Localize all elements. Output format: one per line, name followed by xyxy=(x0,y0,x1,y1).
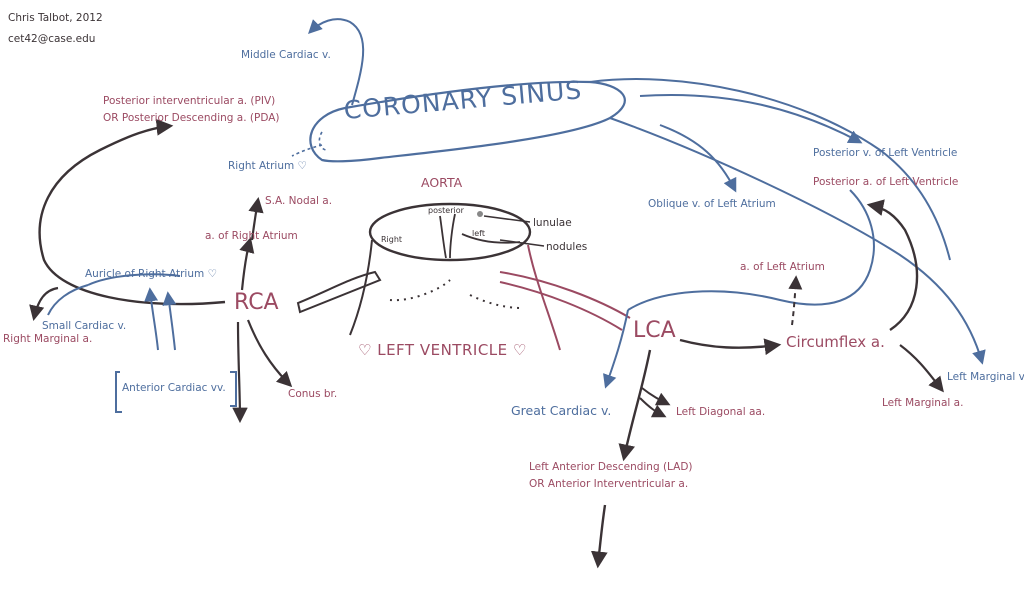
lca-label: LCA xyxy=(633,318,676,343)
auricle-label: Auricle of Right Atrium ♡ xyxy=(85,268,217,280)
aorta-wall-right xyxy=(527,244,561,351)
oblique-vein-label: Oblique v. of Left Atrium xyxy=(648,198,776,210)
rca-to-sa xyxy=(239,237,255,291)
conus-label: Conus br. xyxy=(288,388,338,400)
sinus-to-oblique xyxy=(659,124,737,193)
posterior-a-lv-label: Posterior a. of Left Ventricle xyxy=(813,176,959,188)
anterior-cardiac-2 xyxy=(162,291,177,351)
great-cardiac-label: Great Cardiac v. xyxy=(511,403,612,418)
left-marginal-a-label: Left Marginal a. xyxy=(882,397,964,409)
sa-nodal-label: S.A. Nodal a. xyxy=(265,195,333,207)
right-atrium-vein xyxy=(291,144,323,157)
coronary-sinus-outline xyxy=(309,80,626,163)
aorta-dotted xyxy=(389,279,451,302)
middle-cardiac-vein xyxy=(308,18,365,106)
circ-to-left-atrium xyxy=(788,275,803,326)
left-diagonal-2 xyxy=(639,397,667,418)
cusp-line-1 xyxy=(439,215,447,259)
sinus-tip xyxy=(318,131,327,151)
circ-to-left-marginal xyxy=(899,344,944,393)
great-cardiac-vein xyxy=(603,309,629,389)
sinus-to-post-v xyxy=(639,93,863,144)
anterior-cardiac-label: Anterior Cardiac vv. xyxy=(122,382,226,394)
posterior-cusp-label: posterior xyxy=(428,206,464,215)
left-marginal-v-label: Left Marginal v. xyxy=(947,371,1024,383)
aorta-dotted-2 xyxy=(469,294,521,309)
lad-label-2: OR Anterior Interventricular a. xyxy=(529,478,689,490)
left-diagonal-1 xyxy=(641,387,671,406)
rca-loop xyxy=(38,118,226,306)
rca-label: RCA xyxy=(234,290,279,315)
piv-label-2: OR Posterior Descending a. (PDA) xyxy=(103,112,280,124)
aorta-wall-left xyxy=(349,239,373,336)
lad-continued xyxy=(590,504,608,569)
author-email: cet42@case.edu xyxy=(8,33,96,45)
lca-to-lad xyxy=(618,349,652,462)
anterior-cardiac-bracket-right xyxy=(230,371,237,407)
rca-trunk xyxy=(296,270,382,314)
aorta-label: AORTA xyxy=(421,175,463,190)
nodules-label: nodules xyxy=(546,241,588,253)
anterior-cardiac-1 xyxy=(144,287,159,351)
great-cardiac-to-sinus xyxy=(627,189,875,311)
small-cardiac-vein xyxy=(47,284,89,316)
rca-down xyxy=(232,321,248,424)
auricle-vein xyxy=(87,273,181,286)
sa-branch xyxy=(248,196,264,241)
left-cusp-label: left xyxy=(472,229,485,238)
right-marginal-branch xyxy=(29,286,59,322)
right-marginal-label: Right Marginal a. xyxy=(3,333,93,345)
posterior-v-lv-label: Posterior v. of Left Ventricle xyxy=(813,147,958,159)
circumflex-label: Circumflex a. xyxy=(786,333,885,351)
right-cusp-label: Right xyxy=(381,235,403,244)
lunulae-pointer xyxy=(483,215,531,223)
left-ventricle-label: ♡ LEFT VENTRICLE ♡ xyxy=(358,341,527,359)
rca-to-conus xyxy=(246,319,293,388)
lunulae-label: lunulae xyxy=(533,217,572,229)
middle-cardiac-label: Middle Cardiac v. xyxy=(241,49,331,61)
lad-label-1: Left Anterior Descending (LAD) xyxy=(529,461,693,473)
circ-to-post-a xyxy=(866,199,919,331)
right-atrium-label: Right Atrium ♡ xyxy=(228,160,307,172)
small-cardiac-label: Small Cardiac v. xyxy=(42,320,127,332)
aorta-ring xyxy=(368,202,532,262)
piv-label-1: Posterior interventricular a. (PIV) xyxy=(103,95,276,107)
a-right-atrium-label: a. of Right Atrium xyxy=(205,230,298,242)
cusp-line-2 xyxy=(449,213,456,259)
a-left-atrium-label: a. of Left Atrium xyxy=(740,261,825,273)
nodules-pointer xyxy=(499,239,545,247)
left-diagonal-label: Left Diagonal aa. xyxy=(676,406,766,418)
lunula-dot xyxy=(477,211,483,217)
lca-trunk xyxy=(499,271,631,331)
lca-to-circumflex xyxy=(679,338,782,356)
author-credit: Chris Talbot, 2012 xyxy=(8,12,103,24)
anterior-cardiac-bracket-left xyxy=(115,371,122,413)
